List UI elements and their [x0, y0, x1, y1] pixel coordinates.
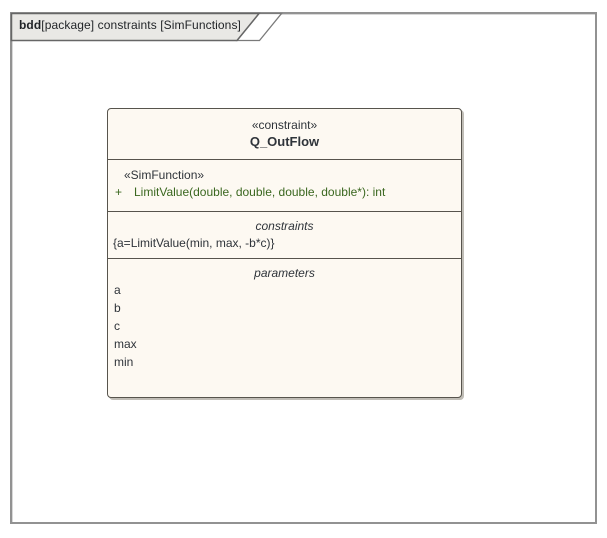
function-stereotype: «SimFunction» [108, 167, 461, 184]
parameter-item[interactable]: c [108, 317, 461, 335]
block-name: Q_OutFlow [108, 133, 461, 151]
block-functions-compartment: «SimFunction» +LimitValue(double, double… [108, 159, 461, 211]
parameter-item[interactable]: min [108, 353, 461, 371]
frame-tab: bdd[package] constraints [SimFunctions] [10, 12, 302, 42]
operation-row[interactable]: +LimitValue(double, double, double, doub… [108, 184, 461, 201]
frame-tab-diagram-title: [package] constraints [SimFunctions] [41, 18, 241, 32]
block-header-compartment: «constraint» Q_OutFlow [108, 109, 461, 159]
frame-tab-label: bdd[package] constraints [SimFunctions] [19, 18, 241, 32]
constraint-block-qoutflow[interactable]: «constraint» Q_OutFlow «SimFunction» +Li… [107, 108, 462, 398]
constraints-compartment-label: constraints [108, 218, 461, 234]
constraint-expression[interactable]: {a=LimitValue(min, max, -b*c)} [108, 234, 461, 253]
block-stereotype: «constraint» [108, 117, 461, 133]
block-parameters-compartment: parameters a b c max min [108, 258, 461, 397]
frame-tab-diagram-kind: bdd [19, 18, 41, 32]
operation-signature: LimitValue(double, double, double, doubl… [134, 185, 385, 199]
parameters-compartment-label: parameters [108, 265, 461, 281]
parameter-item[interactable]: a [108, 281, 461, 299]
parameter-item[interactable]: b [108, 299, 461, 317]
operation-visibility: + [108, 184, 134, 201]
block-constraints-compartment: constraints {a=LimitValue(min, max, -b*c… [108, 211, 461, 258]
parameter-item[interactable]: max [108, 335, 461, 353]
